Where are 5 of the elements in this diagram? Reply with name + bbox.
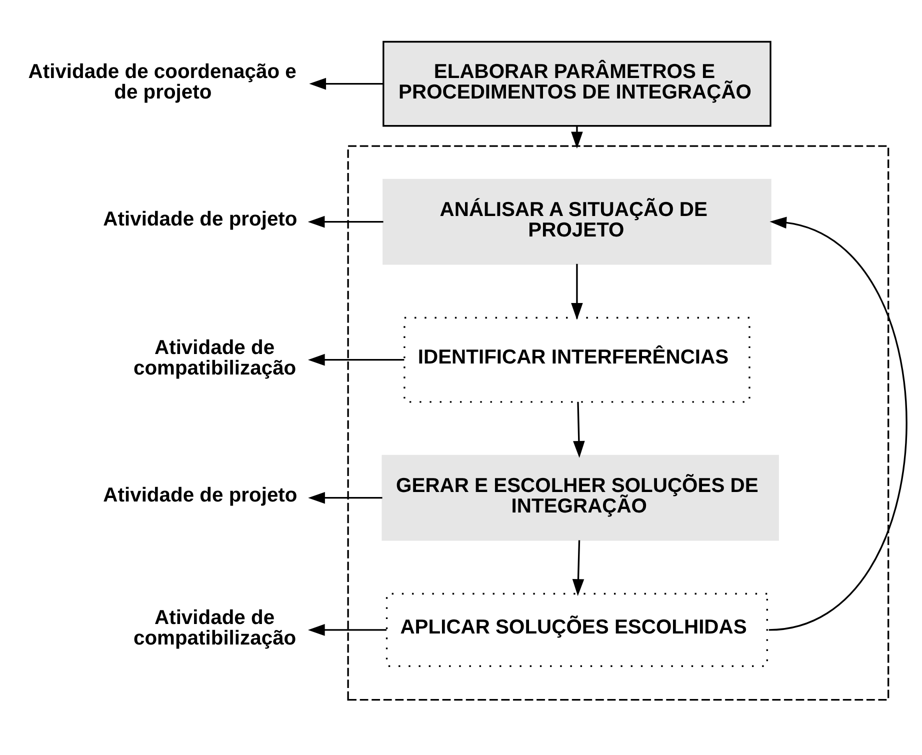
node-text: Atividade de projeto <box>103 208 298 230</box>
node-text: Atividade de projeto <box>103 484 298 506</box>
node-text: Atividade de coordenação e de projeto <box>28 61 296 104</box>
node-text: Atividade de compatibilização <box>133 337 296 380</box>
node-text: Atividade de compatibilização <box>133 607 296 650</box>
